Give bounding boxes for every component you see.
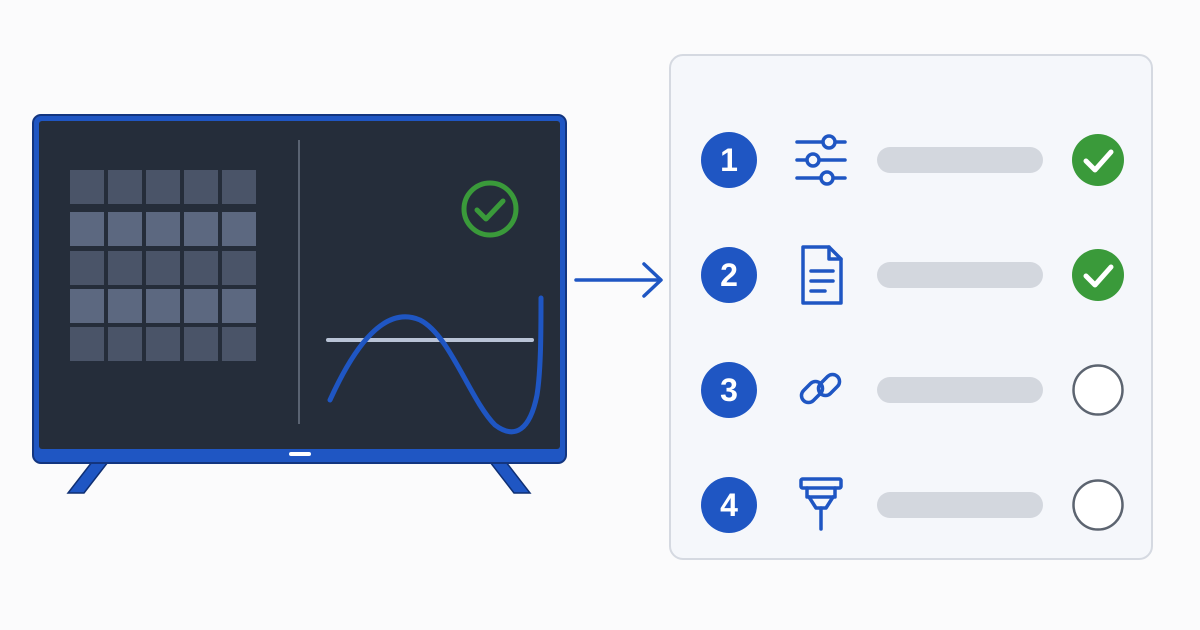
- grid-tile: [184, 251, 218, 285]
- grid-tile: [222, 289, 256, 323]
- grid-tile: [70, 212, 104, 246]
- step-placeholder-bar: [877, 492, 1043, 518]
- grid-tile: [146, 289, 180, 323]
- check-done-icon: [1072, 249, 1124, 301]
- grid-tile: [108, 289, 142, 323]
- check-circle-icon: [461, 180, 519, 238]
- tv-stand-right-leg: [488, 461, 532, 494]
- step-number-badge: 3: [701, 362, 757, 418]
- grid-tile: [184, 212, 218, 246]
- grid-tile: [108, 170, 142, 204]
- arrow-right-icon: [574, 262, 663, 298]
- grid-tile: [108, 251, 142, 285]
- grid-tile: [146, 212, 180, 246]
- link-icon: [799, 372, 842, 405]
- step-number-badge: 1: [701, 132, 757, 188]
- step-placeholder-bar: [877, 262, 1043, 288]
- step-number-badge: 2: [701, 247, 757, 303]
- empty-circle-icon: [1072, 364, 1124, 416]
- grid-tile: [146, 327, 180, 361]
- empty-circle-icon: [1072, 479, 1124, 531]
- sliders-icon: [795, 134, 847, 186]
- grid-tile: [184, 327, 218, 361]
- checklist-step-1: 1: [671, 125, 1151, 195]
- grid-tile: [222, 212, 256, 246]
- grid-tile: [222, 327, 256, 361]
- checklist-panel: 1 2: [669, 54, 1153, 560]
- grid-tile: [108, 212, 142, 246]
- step-number-badge: 4: [701, 477, 757, 533]
- document-icon: [801, 245, 843, 305]
- grid-tile: [70, 289, 104, 323]
- tile-grid: [70, 170, 256, 361]
- grid-tile: [70, 170, 104, 204]
- grid-tile: [146, 251, 180, 285]
- grid-tile: [70, 327, 104, 361]
- wave-curve: [327, 295, 544, 435]
- step-placeholder-bar: [877, 377, 1043, 403]
- grid-tile: [70, 251, 104, 285]
- tv-illustration: [32, 114, 567, 494]
- step-placeholder-bar: [877, 147, 1043, 173]
- checklist-step-2: 2: [671, 240, 1151, 310]
- grid-tile: [184, 170, 218, 204]
- grid-tile: [222, 251, 256, 285]
- checklist-step-3: 3: [671, 355, 1151, 425]
- checklist-step-4: 4: [671, 470, 1151, 540]
- grid-tile: [146, 170, 180, 204]
- check-done-icon: [1072, 134, 1124, 186]
- grid-tile: [222, 170, 256, 204]
- grid-tile: [108, 327, 142, 361]
- grid-tile: [184, 289, 218, 323]
- pin-icon: [799, 477, 843, 531]
- tv-power-indicator: [289, 452, 311, 456]
- tv-stand-left-leg: [66, 461, 110, 494]
